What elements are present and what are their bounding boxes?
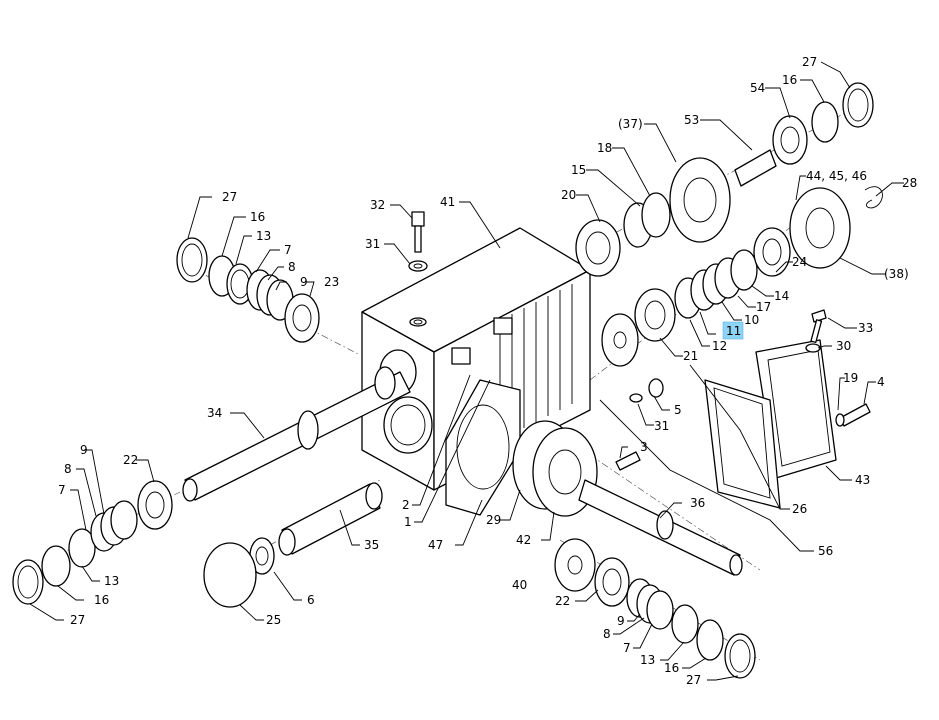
upper-right-gear-stack (575, 82, 874, 277)
callout-8-lower-right: 8 (603, 627, 611, 641)
callout-labels: 27 54 16 53 (37) 18 15 20 44, 45, 46 28 … (58, 55, 917, 687)
callout-26: 26 (792, 502, 807, 516)
callout-38: (38) (884, 267, 909, 281)
callout-8-left: 8 (288, 260, 296, 274)
callout-42: 42 (516, 533, 531, 547)
callout-16-lower-left: 16 (94, 593, 109, 607)
callout-12: 12 (712, 339, 727, 353)
cover-plate (704, 339, 837, 509)
callout-16-lower-right: 16 (664, 661, 679, 675)
lower-right-gear-stack (554, 538, 756, 679)
callout-5: 5 (674, 403, 682, 417)
callout-2: 2 (402, 498, 410, 512)
callout-11: 11 (726, 324, 741, 338)
callout-7-left: 7 (284, 243, 292, 257)
output-flange (512, 420, 598, 517)
callout-34: 34 (207, 406, 222, 420)
callout-56: 56 (818, 544, 833, 558)
callout-31-right: 31 (654, 419, 669, 433)
left-lower-bearing-stack (12, 480, 173, 605)
callout-3: 3 (640, 440, 648, 454)
callout-18: 18 (597, 141, 612, 155)
callout-4: 4 (877, 375, 885, 389)
callout-35: 35 (364, 538, 379, 552)
callout-25: 25 (266, 613, 281, 627)
callout-13-lower-right: 13 (640, 653, 655, 667)
callout-7-lower-left: 7 (58, 483, 66, 497)
callout-9-lower-left: 9 (80, 443, 88, 457)
callout-44-45-46: 44, 45, 46 (806, 169, 867, 183)
breather-plug (408, 211, 428, 272)
callout-21: 21 (683, 349, 698, 363)
callout-13-left: 13 (256, 229, 271, 243)
bolts-and-washers (615, 186, 883, 471)
callout-29: 29 (486, 513, 501, 527)
output-shaft (578, 479, 743, 576)
callout-41: 41 (440, 195, 455, 209)
callout-9-lower-right: 9 (617, 614, 625, 628)
left-upper-bearing-stack (176, 237, 320, 343)
callout-1: 1 (404, 515, 412, 529)
callout-10: 10 (744, 313, 759, 327)
callout-20: 20 (561, 188, 576, 202)
leader-lines (29, 61, 904, 681)
callout-43: 43 (855, 473, 870, 487)
middle-right-gear-stack (601, 187, 851, 367)
lower-shaft (203, 482, 383, 608)
callout-7-lower-right: 7 (623, 641, 631, 655)
callout-54: 54 (750, 81, 765, 95)
gearbox-housing (361, 227, 591, 491)
callout-28: 28 (902, 176, 917, 190)
callout-14: 14 (774, 289, 789, 303)
callout-17: 17 (756, 300, 771, 314)
callout-47: 47 (428, 538, 443, 552)
callout-32: 32 (370, 198, 385, 212)
callout-37: (37) (618, 117, 643, 131)
callout-33: 33 (858, 321, 873, 335)
callout-27-lower-right: 27 (686, 673, 701, 687)
callout-15: 15 (571, 163, 586, 177)
callout-27-left: 27 (222, 190, 237, 204)
callout-24: 24 (792, 255, 807, 269)
callout-13-lower-left: 13 (104, 574, 119, 588)
callout-27: 27 (802, 55, 817, 69)
input-shaft (182, 366, 411, 502)
callout-9-left: 9 (300, 275, 308, 289)
callout-22-lower-right: 22 (555, 594, 570, 608)
callout-53: 53 (684, 113, 699, 127)
callout-8-lower-left: 8 (64, 462, 72, 476)
callout-27-lower-left: 27 (70, 613, 85, 627)
callout-30: 30 (836, 339, 851, 353)
callout-6: 6 (307, 593, 315, 607)
callout-40: 40 (512, 578, 527, 592)
callout-36: 36 (690, 496, 705, 510)
callout-23: 23 (324, 275, 339, 289)
callout-16-left: 16 (250, 210, 265, 224)
callout-16: 16 (782, 73, 797, 87)
callout-31-left: 31 (365, 237, 380, 251)
callout-22-left: 22 (123, 453, 138, 467)
highlight-box (722, 321, 744, 340)
callout-19: 19 (843, 371, 858, 385)
